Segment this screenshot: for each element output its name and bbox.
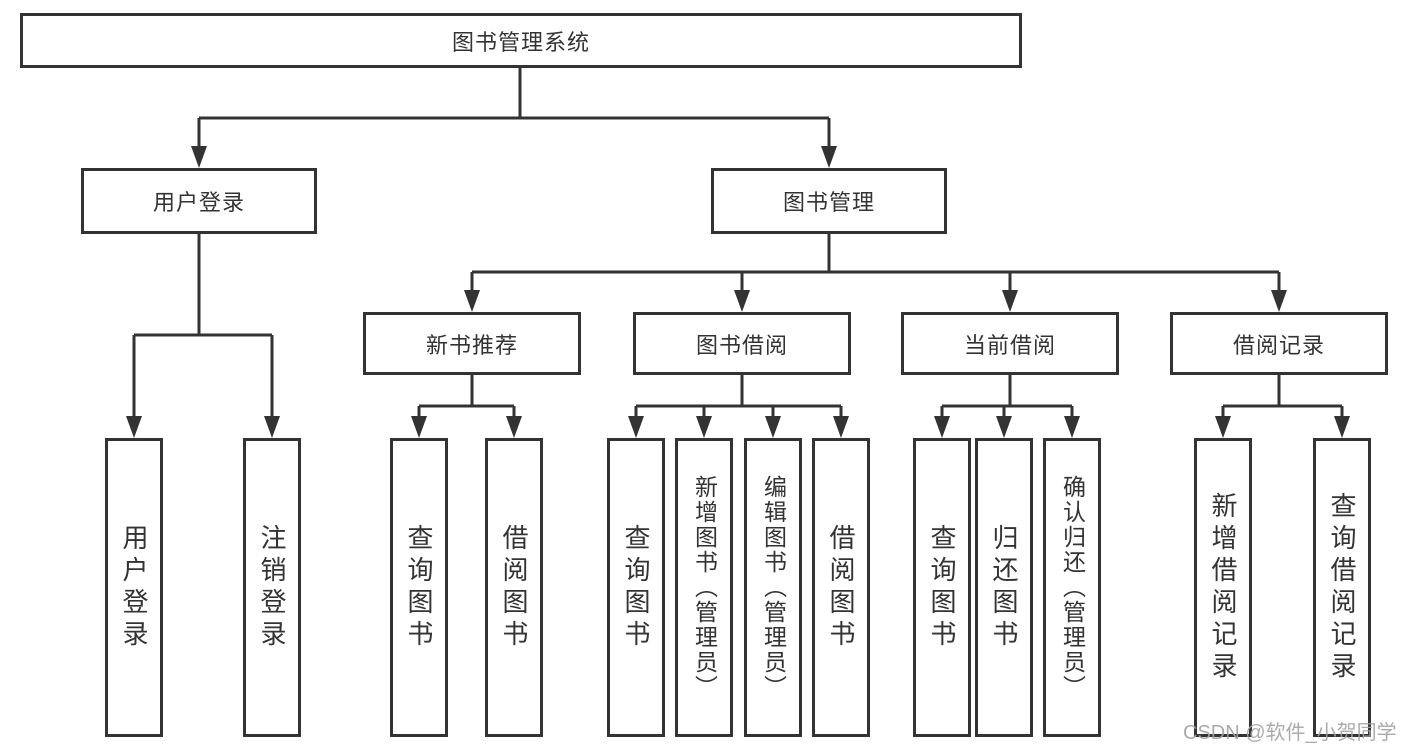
node-root: 图书管理系统 <box>20 13 1022 68</box>
csdn-watermark: CSDN @软件_小贺同学 <box>1183 722 1397 744</box>
leaf-borrow-books-1: 借阅图书 <box>485 438 543 737</box>
leaf-logout: 注销登录 <box>243 438 301 737</box>
node-current-borrow: 当前借阅 <box>901 312 1119 375</box>
leaf-query-borrow-record: 查询借阅记录 <box>1313 438 1371 737</box>
node-book-management: 图书管理 <box>711 168 947 234</box>
node-book-borrow: 图书借阅 <box>633 312 851 375</box>
leaf-borrow-books-2: 借阅图书 <box>812 438 870 737</box>
leaf-edit-books-admin: 编辑图书（管理员） <box>744 438 802 737</box>
leaf-add-borrow-record: 新增借阅记录 <box>1194 438 1252 737</box>
leaf-query-books-1: 查询图书 <box>390 438 448 737</box>
leaf-add-books-admin: 新增图书（管理员） <box>675 438 733 737</box>
connector-stems <box>132 68 1344 417</box>
leaf-return-books: 归还图书 <box>975 438 1033 737</box>
leaf-user-login: 用户登录 <box>105 438 163 737</box>
node-user-login: 用户登录 <box>81 168 317 234</box>
leaf-query-books-2: 查询图书 <box>607 438 665 737</box>
node-borrow-records: 借阅记录 <box>1170 312 1388 375</box>
connector-arrowheads <box>126 146 1350 438</box>
node-new-book-recommend: 新书推荐 <box>363 312 581 375</box>
leaf-confirm-return-admin: 确认归还（管理员） <box>1043 438 1101 737</box>
leaf-query-books-3: 查询图书 <box>913 438 971 737</box>
